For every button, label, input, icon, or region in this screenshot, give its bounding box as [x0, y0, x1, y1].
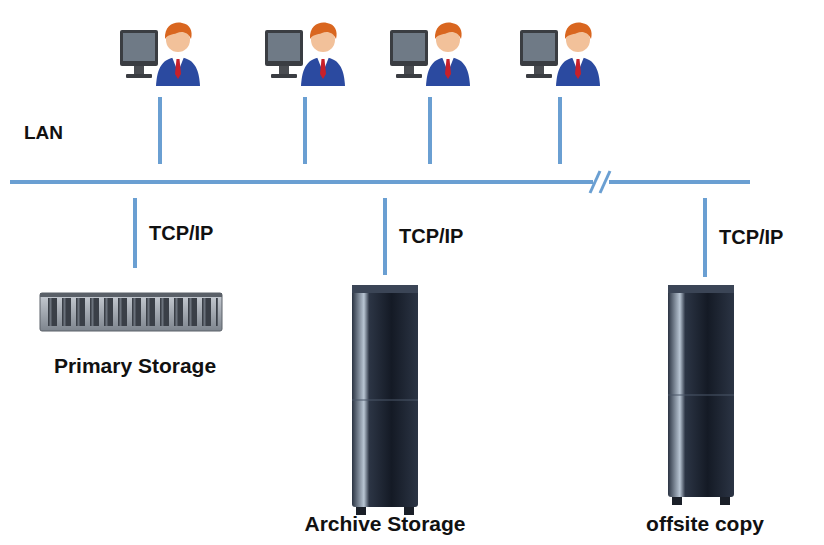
network-link	[383, 198, 387, 275]
user-icon	[390, 23, 470, 86]
rack-server	[668, 285, 734, 505]
protocol-label: TCP/IP	[147, 222, 215, 245]
network-band: LAN	[10, 120, 750, 198]
storage-node: Primary Storage	[20, 268, 250, 380]
storage-node: offsite copy	[620, 277, 790, 538]
node-label: Primary Storage	[54, 354, 216, 378]
user-icon	[520, 23, 600, 86]
node-label: offsite copy	[646, 512, 764, 536]
network-link	[703, 198, 707, 277]
user-icon	[265, 23, 345, 86]
protocol-label: TCP/IP	[717, 226, 785, 249]
node-label: Archive Storage	[304, 512, 465, 536]
protocol-label: TCP/IP	[397, 225, 465, 248]
storage-node: Archive Storage	[275, 275, 495, 538]
rack-server	[352, 285, 418, 515]
node-label: LAN	[24, 122, 63, 144]
user-icon	[120, 23, 200, 86]
lan-line	[10, 171, 750, 193]
user-drops	[160, 97, 560, 164]
network-link	[133, 198, 137, 268]
storage-array	[40, 293, 222, 331]
